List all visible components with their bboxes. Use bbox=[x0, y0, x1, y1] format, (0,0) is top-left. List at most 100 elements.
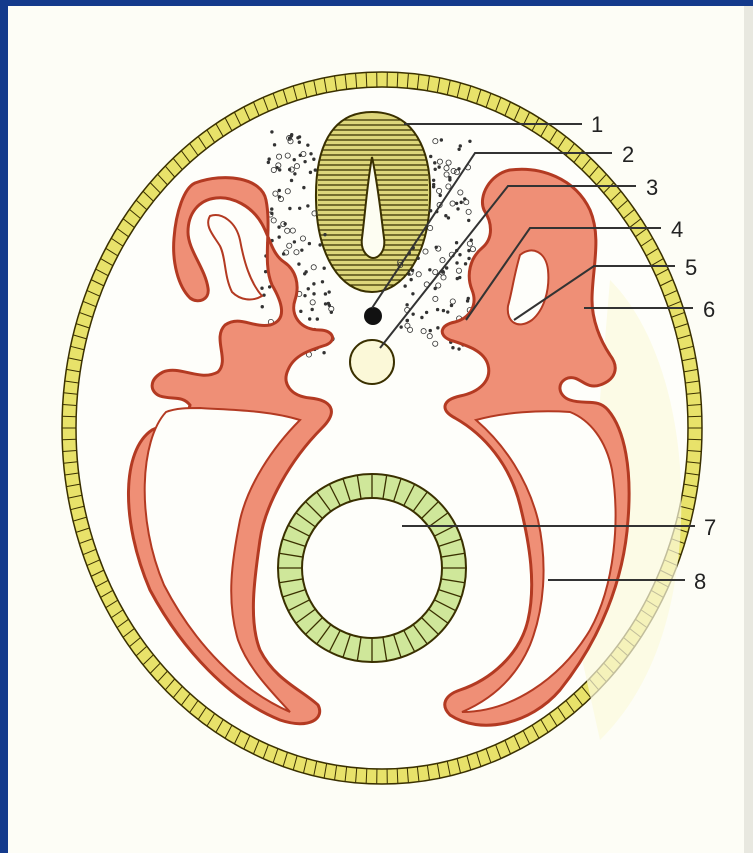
ring-tick bbox=[397, 72, 398, 87]
label-3: 3 bbox=[646, 175, 658, 200]
label-8: 8 bbox=[694, 569, 706, 594]
mesenchyme-dot bbox=[284, 223, 287, 226]
label-2: 2 bbox=[622, 142, 634, 167]
mesenchyme-dot bbox=[436, 308, 439, 311]
mesenchyme-dot bbox=[442, 309, 445, 312]
mesenchyme-dot bbox=[297, 136, 300, 139]
mesenchyme-dot bbox=[464, 263, 467, 266]
mesenchyme-dot bbox=[438, 166, 441, 169]
right-edge-shadow bbox=[744, 6, 753, 853]
mesenchyme-dot bbox=[264, 270, 267, 273]
mesenchyme-dot bbox=[316, 318, 319, 321]
mesenchyme-dot bbox=[450, 304, 453, 307]
mesenchyme-dot bbox=[289, 207, 292, 210]
mesenchyme-dot bbox=[271, 212, 274, 215]
notochord bbox=[350, 340, 394, 384]
mesenchyme-dot bbox=[433, 162, 436, 165]
mesenchyme-dot bbox=[429, 209, 432, 212]
mesenchyme-dot bbox=[440, 139, 443, 142]
mesenchyme-dot bbox=[323, 267, 326, 270]
mesenchyme-dot bbox=[469, 140, 472, 143]
mesenchyme-dot bbox=[432, 179, 435, 182]
mesenchyme-dot bbox=[435, 246, 438, 249]
mesenchyme-dot bbox=[445, 214, 448, 217]
mesenchyme-dot bbox=[270, 208, 273, 211]
mesenchyme-dot bbox=[290, 134, 293, 137]
mesenchyme-dot bbox=[429, 268, 432, 271]
mesenchyme-dot bbox=[267, 161, 270, 164]
mesenchyme-dot bbox=[311, 308, 314, 311]
mesenchyme-dot bbox=[307, 205, 310, 208]
mesenchyme-dot bbox=[437, 327, 440, 330]
ring-tick bbox=[397, 769, 398, 784]
mesenchyme-dot bbox=[458, 167, 461, 170]
mesenchyme-dot bbox=[300, 310, 303, 313]
mesenchyme-dot bbox=[294, 173, 297, 176]
neural-tube bbox=[316, 112, 430, 292]
mesenchyme-dot bbox=[406, 304, 409, 307]
mesenchyme-dot bbox=[463, 198, 466, 201]
mesenchyme-dot bbox=[298, 141, 301, 144]
mesenchyme-dot bbox=[460, 201, 463, 204]
ring-tick bbox=[366, 769, 367, 784]
mesenchyme-dot bbox=[400, 326, 403, 329]
mesenchyme-dot bbox=[458, 348, 461, 351]
mesenchyme-dot bbox=[457, 208, 460, 211]
mesenchyme-dot bbox=[307, 287, 310, 290]
mesenchyme-dot bbox=[421, 316, 424, 319]
mesenchyme-dot bbox=[268, 286, 271, 289]
mesenchyme-dot bbox=[455, 241, 458, 244]
mesenchyme-dot bbox=[324, 233, 327, 236]
mesenchyme-dot bbox=[456, 277, 459, 280]
aorta-dot bbox=[364, 307, 382, 325]
mesenchyme-dot bbox=[282, 253, 285, 256]
mesenchyme-dot bbox=[324, 303, 327, 306]
label-4: 4 bbox=[671, 217, 683, 242]
mesenchyme-dot bbox=[404, 285, 407, 288]
mesenchyme-dot bbox=[313, 293, 316, 296]
mesenchyme-dot bbox=[432, 183, 435, 186]
label-7: 7 bbox=[704, 515, 716, 540]
label-6: 6 bbox=[703, 297, 715, 322]
mesenchyme-dot bbox=[304, 160, 307, 163]
mesenchyme-dot bbox=[290, 179, 293, 182]
mesenchyme-dot bbox=[406, 319, 409, 322]
mesenchyme-dot bbox=[293, 158, 296, 161]
mesenchyme-dot bbox=[319, 244, 322, 247]
mesenchyme-dot bbox=[307, 144, 310, 147]
mesenchyme-dot bbox=[458, 148, 461, 151]
mesenchyme-dot bbox=[455, 202, 458, 205]
mesenchyme-dot bbox=[268, 158, 271, 161]
mesenchyme-dot bbox=[278, 169, 281, 172]
mesenchyme-dot bbox=[328, 291, 331, 294]
mesenchyme-dot bbox=[308, 318, 311, 321]
mesenchyme-dot bbox=[308, 242, 311, 245]
mesenchyme-dot bbox=[261, 305, 264, 308]
ring-tick bbox=[366, 72, 367, 87]
mesenchyme-dot bbox=[293, 241, 296, 244]
mesenchyme-dot bbox=[425, 311, 428, 314]
mesenchyme-dot bbox=[468, 249, 471, 252]
mesenchyme-dot bbox=[278, 226, 281, 229]
mesenchyme-dot bbox=[429, 329, 432, 332]
mesenchyme-dot bbox=[314, 169, 317, 172]
mesenchyme-dot bbox=[303, 186, 306, 189]
mesenchyme-dot bbox=[445, 267, 448, 270]
mesenchyme-dot bbox=[288, 168, 291, 171]
mesenchyme-dot bbox=[410, 278, 413, 281]
mesenchyme-dot bbox=[301, 249, 304, 252]
mesenchyme-dot bbox=[466, 300, 469, 303]
mesenchyme-dot bbox=[313, 158, 316, 161]
mesenchyme-dot bbox=[412, 313, 415, 316]
mesenchyme-dot bbox=[273, 144, 276, 147]
mesenchyme-dot bbox=[412, 292, 415, 295]
mesenchyme-dot bbox=[261, 287, 264, 290]
mesenchyme-dot bbox=[449, 179, 452, 182]
mesenchyme-dot bbox=[278, 236, 281, 239]
mesenchyme-dot bbox=[459, 253, 462, 256]
mesenchyme-dot bbox=[324, 293, 327, 296]
mesenchyme-dot bbox=[305, 271, 308, 274]
mesenchyme-dot bbox=[298, 263, 301, 266]
label-5: 5 bbox=[685, 255, 697, 280]
mesenchyme-dot bbox=[468, 257, 471, 260]
